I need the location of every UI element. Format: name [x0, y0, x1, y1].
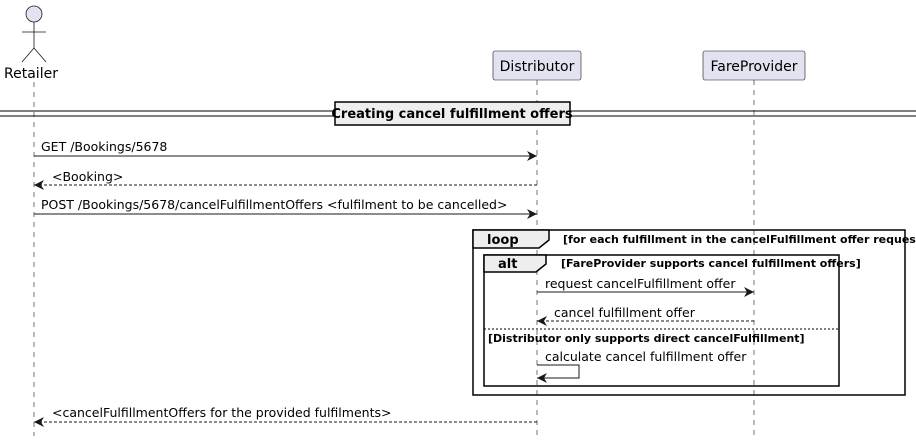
loop-frame: loop [for each fulfillment in the cancel… [472, 229, 916, 396]
alt-label: alt [498, 257, 517, 272]
fareprovider-label: FareProvider [710, 59, 797, 75]
message-arrow-6 [537, 364, 580, 383]
message-label-4: request cancelFulfillment offer [545, 276, 736, 291]
section-divider: Creating cancel fulfillment offers [0, 101, 916, 126]
else-guard: [Distributor only supports direct cancel… [488, 332, 805, 345]
message-label-3: POST /Bookings/5678/cancelFulfillmentOff… [41, 197, 507, 212]
message-label-7: <cancelFulfillmentOffers for the provide… [52, 405, 391, 420]
distributor-label: Distributor [500, 59, 575, 75]
message-label-6: calculate cancel fulfillment offer [545, 349, 747, 364]
message-label-5: cancel fulfillment offer [554, 305, 696, 320]
loop-guard: [for each fulfillment in the cancelFulfi… [563, 233, 916, 246]
distributor-participant: Distributor [492, 50, 582, 81]
retailer-actor-icon [21, 5, 47, 63]
fareprovider-participant: FareProvider [702, 50, 806, 81]
message-label-2: <Booking> [52, 169, 123, 184]
divider-label: Creating cancel fulfillment offers [331, 107, 572, 122]
alt-guard: [FareProvider supports cancel fulfillmen… [561, 257, 861, 270]
retailer-label: Retailer [4, 66, 58, 82]
loop-label: loop [487, 233, 519, 248]
message-label-1: GET /Bookings/5678 [41, 139, 167, 154]
alt-frame: alt [FareProvider supports cancel fulfil… [483, 254, 861, 387]
